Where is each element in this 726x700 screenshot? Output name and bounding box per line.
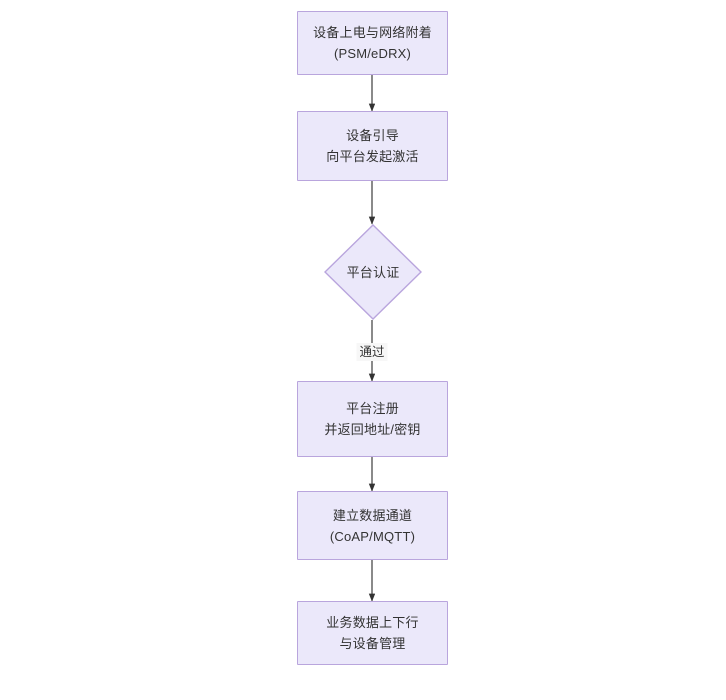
- flow-edge-label-e3: 通过: [356, 343, 388, 361]
- flow-node-label-n6: 业务数据上下行 与设备管理: [326, 615, 419, 651]
- flow-node-n6[interactable]: 业务数据上下行 与设备管理: [297, 601, 448, 665]
- flow-node-label-n1: 设备上电与网络附着 (PSM/eDRX): [313, 25, 432, 61]
- flow-node-n2[interactable]: 设备引导 向平台发起激活: [297, 111, 448, 181]
- flow-node-label-n4: 平台注册 并返回地址/密钥: [324, 401, 421, 437]
- flow-node-n4[interactable]: 平台注册 并返回地址/密钥: [297, 381, 448, 457]
- flow-node-label-n2: 设备引导 向平台发起激活: [326, 128, 419, 164]
- flow-node-n1[interactable]: 设备上电与网络附着 (PSM/eDRX): [297, 11, 448, 75]
- flow-node-label-n5: 建立数据通道 (CoAP/MQTT): [329, 507, 416, 544]
- decision-diamond-shape: [324, 224, 422, 320]
- flow-node-n5[interactable]: 建立数据通道 (CoAP/MQTT): [297, 491, 448, 560]
- flow-node-n3[interactable]: 平台认证: [324, 224, 422, 320]
